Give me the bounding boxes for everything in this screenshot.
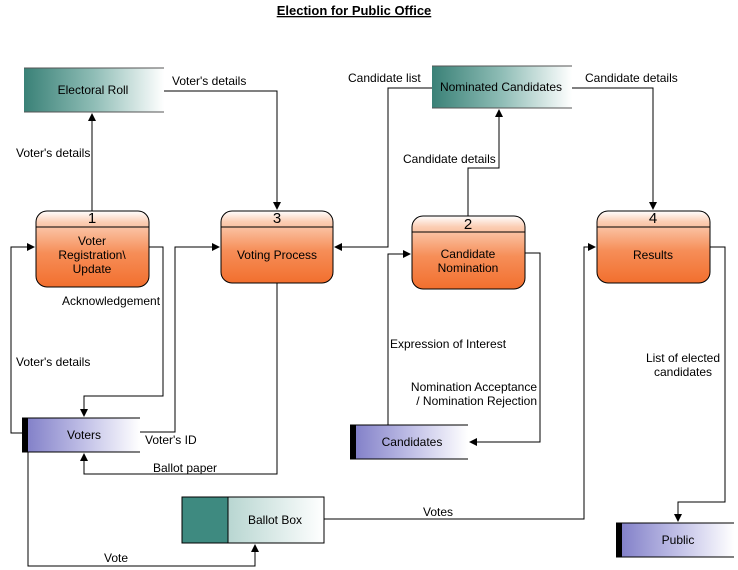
flow-label-candidate-details-to-results: Candidate details (585, 71, 678, 85)
flow-label-candidate-list: Candidate list (348, 71, 421, 85)
flow-label-list-elected-line-1: List of elected (646, 351, 720, 365)
flow-results-to-public (674, 246, 726, 522)
flow-label-votes: Votes (423, 505, 453, 519)
process-2-label-line-2: Nomination (438, 261, 499, 275)
process-3-label-line-1: Voting Process (237, 248, 317, 262)
store-public-label: Public (662, 533, 695, 547)
process-2-label-line-1: Candidate (441, 247, 496, 261)
process-4-label-line-1: Results (633, 248, 673, 262)
flow-nominated-to-results (572, 87, 657, 210)
store-electoral-roll-label: Electoral Roll (58, 83, 129, 97)
flow-roll-to-voting (164, 90, 281, 210)
process-4-results: 4 Results (596, 210, 711, 284)
flow-nominated-to-voting (334, 87, 432, 251)
flow-voters-to-ballot-box (27, 452, 259, 567)
process-3-voting-process: 3 Voting Process (220, 210, 334, 284)
diagram-title: Election for Public Office (277, 3, 432, 18)
flow-candidates-to-p2 (387, 250, 411, 425)
process-1-voter-registration: 1 Voter Registration\ Update (35, 210, 150, 288)
flow-label-voters-details-to-roll: Voter's details (16, 146, 90, 160)
flow-label-nomination-acceptance-line-2: / Nomination Rejection (416, 394, 537, 408)
flow-label-expression-of-interest: Expression of Interest (390, 337, 507, 351)
flow-label-voters-details-to-reg: Voter's details (16, 355, 90, 369)
flow-label-nomination-acceptance-line-1: Nomination Acceptance (411, 380, 537, 394)
process-1-label-line-1: Voter (78, 234, 106, 248)
process-2-candidate-nomination: 2 Candidate Nomination (411, 215, 526, 290)
process-1-label-line-3: Update (73, 262, 112, 276)
store-candidates: Candidates (350, 424, 468, 460)
flow-p1-to-voters (80, 246, 164, 417)
store-public: Public (616, 522, 734, 558)
store-voters: Voters (22, 417, 140, 453)
flow-voting-to-voters (80, 283, 278, 475)
flow-label-voters-id: Voter's ID (145, 433, 197, 447)
process-3-number: 3 (273, 210, 281, 227)
store-voters-label: Voters (67, 428, 101, 442)
store-nominated-candidates: Nominated Candidates (432, 65, 572, 109)
process-2-number: 2 (464, 216, 472, 233)
flow-label-acknowledgement: Acknowledgement (62, 294, 161, 308)
flow-label-ballot-paper: Ballot paper (153, 461, 217, 475)
flow-label-candidate-details-to-nominated: Candidate details (403, 152, 496, 166)
store-nominated-candidates-label: Nominated Candidates (440, 80, 562, 94)
flow-voters-to-voting (140, 243, 220, 433)
flow-label-list-elected-line-2: candidates (654, 365, 712, 379)
flow-voters-to-p1 (10, 243, 35, 434)
flow-label-voters-details-roll-to-voting: Voter's details (172, 74, 246, 88)
process-1-number: 1 (88, 210, 96, 227)
store-ballot-box: Ballot Box (181, 496, 325, 544)
store-candidates-label: Candidates (382, 435, 443, 449)
process-1-label-line-2: Registration\ (58, 248, 126, 262)
flow-ballot-box-to-results (324, 243, 596, 520)
flow-p2-to-candidates (469, 252, 541, 446)
process-4-number: 4 (649, 210, 657, 227)
store-electoral-roll: Electoral Roll (24, 67, 164, 113)
store-ballot-box-label: Ballot Box (248, 513, 302, 527)
flow-label-vote: Vote (104, 551, 128, 565)
flow-p2-to-nominated (467, 109, 503, 216)
